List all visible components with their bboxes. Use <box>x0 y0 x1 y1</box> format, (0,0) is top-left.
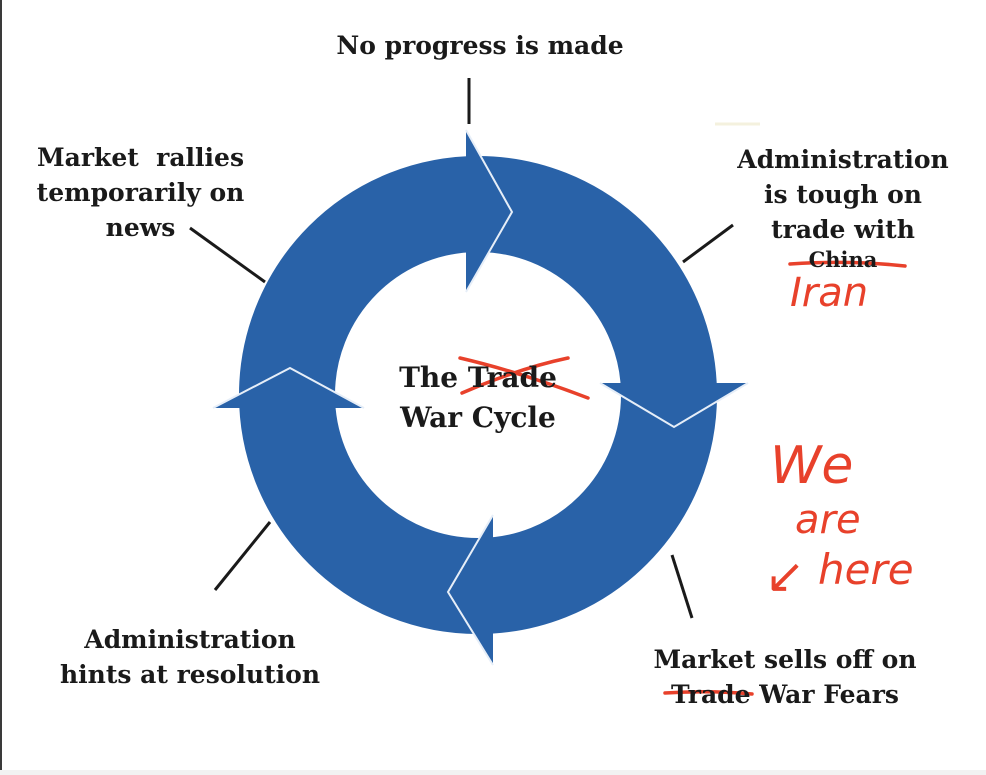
connector-bottom-right <box>670 554 694 619</box>
stage-label-right: Administration is tough on trade with Ch… <box>718 142 968 273</box>
handwritten-note-we: We <box>770 436 854 496</box>
segment-divider-left <box>212 366 365 409</box>
stage-right-line-2: is tough on <box>764 180 922 209</box>
strike-trade-diagonal-1 <box>458 356 590 400</box>
connector-left <box>189 226 266 284</box>
handwritten-arrow-icon: ↙ <box>765 548 806 604</box>
segment-divider-bottom <box>446 514 494 666</box>
stage-label-left: Market rallies temporarily on news <box>18 140 263 245</box>
stage-right-line-1: Administration <box>737 145 949 174</box>
strike-trade-diagonal-2 <box>460 356 570 395</box>
stage-top-text: No progress is made <box>336 31 624 60</box>
stage-bottom-left-line-1: Administration <box>84 625 296 654</box>
stage-bottom-right-line-1: Market sells off on <box>653 645 917 674</box>
frame-bottom-border <box>0 770 986 775</box>
stage-bottom-left-line-2: hints at resolution <box>59 660 321 689</box>
stage-label-bottom-left: Administration hints at resolution <box>40 622 340 692</box>
arrowhead-left <box>213 368 364 408</box>
handwritten-note-here: here <box>818 545 914 594</box>
stage-left-line-1: Market rallies <box>36 143 245 172</box>
handwritten-note-are: are <box>795 497 861 543</box>
center-title-line-1: The Trade <box>399 361 557 394</box>
arrowhead-bottom <box>448 515 493 665</box>
handwritten-replacement: Iran <box>790 270 869 316</box>
connector-right <box>682 223 734 264</box>
stage-label-bottom-right: Market sells off on Trade War Fears <box>640 642 930 712</box>
stage-right-line-4: China <box>808 247 878 272</box>
stage-bottom-right-line-2: Trade War Fears <box>671 680 899 709</box>
stage-left-line-3: news <box>105 213 176 242</box>
connector-bottom-left <box>213 521 272 591</box>
stage-label-top: No progress is made <box>320 28 640 63</box>
arrowhead-right <box>600 383 748 427</box>
stage-left-line-2: temporarily on <box>36 178 245 207</box>
center-title-line-2: War Cycle <box>400 401 556 434</box>
strike-trade-bottom <box>663 689 754 696</box>
segment-divider-right <box>599 382 749 429</box>
strike-china <box>788 260 907 268</box>
stage-right-line-3: trade with <box>771 215 915 244</box>
arrowhead-top <box>466 130 512 292</box>
segment-divider-top <box>465 129 514 293</box>
frame-left-border <box>0 0 2 775</box>
center-title: The Trade War Cycle <box>368 358 588 438</box>
